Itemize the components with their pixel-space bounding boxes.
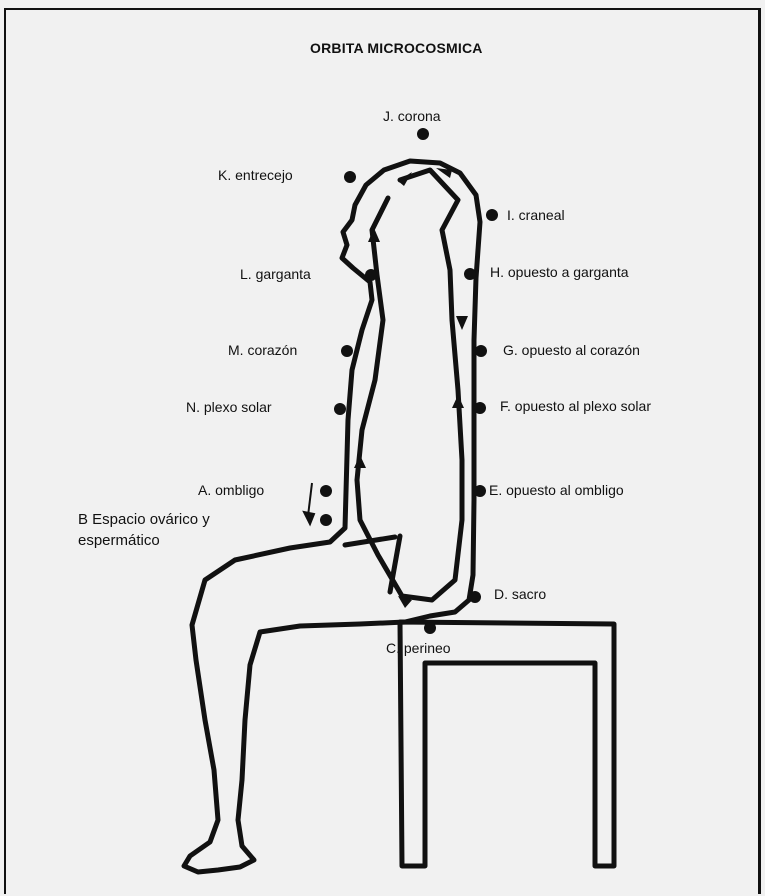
point-a-dot — [320, 485, 332, 497]
label-k-entrecejo: K. entrecejo — [218, 167, 293, 183]
label-b-espacio-line1: B Espacio ovárico y — [78, 511, 210, 528]
chair — [400, 622, 614, 866]
label-b-espacio-line2: espermático — [78, 532, 160, 549]
point-h-dot — [464, 268, 476, 280]
point-l-dot — [365, 269, 377, 281]
point-g-dot — [475, 345, 487, 357]
point-f-dot — [474, 402, 486, 414]
label-c-perineo: C. perineo — [386, 640, 451, 656]
point-c-dot — [424, 622, 436, 634]
point-m-dot — [341, 345, 353, 357]
point-e-dot — [474, 485, 486, 497]
label-n-plexo-solar: N. plexo solar — [186, 399, 272, 415]
point-k-dot — [344, 171, 356, 183]
label-i-craneal: I. craneal — [507, 207, 565, 223]
label-h-opuesto-garganta: H. opuesto a garganta — [490, 264, 629, 280]
point-n-dot — [334, 403, 346, 415]
label-e-opuesto-ombligo: E. opuesto al ombligo — [489, 482, 624, 498]
label-m-corazon: M. corazón — [228, 342, 297, 358]
point-d-dot — [469, 591, 481, 603]
label-a-ombligo: A. ombligo — [198, 482, 264, 498]
label-d-sacro: D. sacro — [494, 586, 546, 602]
label-l-garganta: L. garganta — [240, 266, 311, 282]
label-g-opuesto-corazon: G. opuesto al corazón — [503, 342, 640, 358]
point-b-dot — [320, 514, 332, 526]
point-i-dot — [486, 209, 498, 221]
point-j-dot — [417, 128, 429, 140]
label-f-opuesto-plexo-solar: F. opuesto al plexo solar — [500, 398, 651, 414]
label-j-corona: J. corona — [383, 108, 441, 124]
body-outline — [184, 161, 480, 872]
